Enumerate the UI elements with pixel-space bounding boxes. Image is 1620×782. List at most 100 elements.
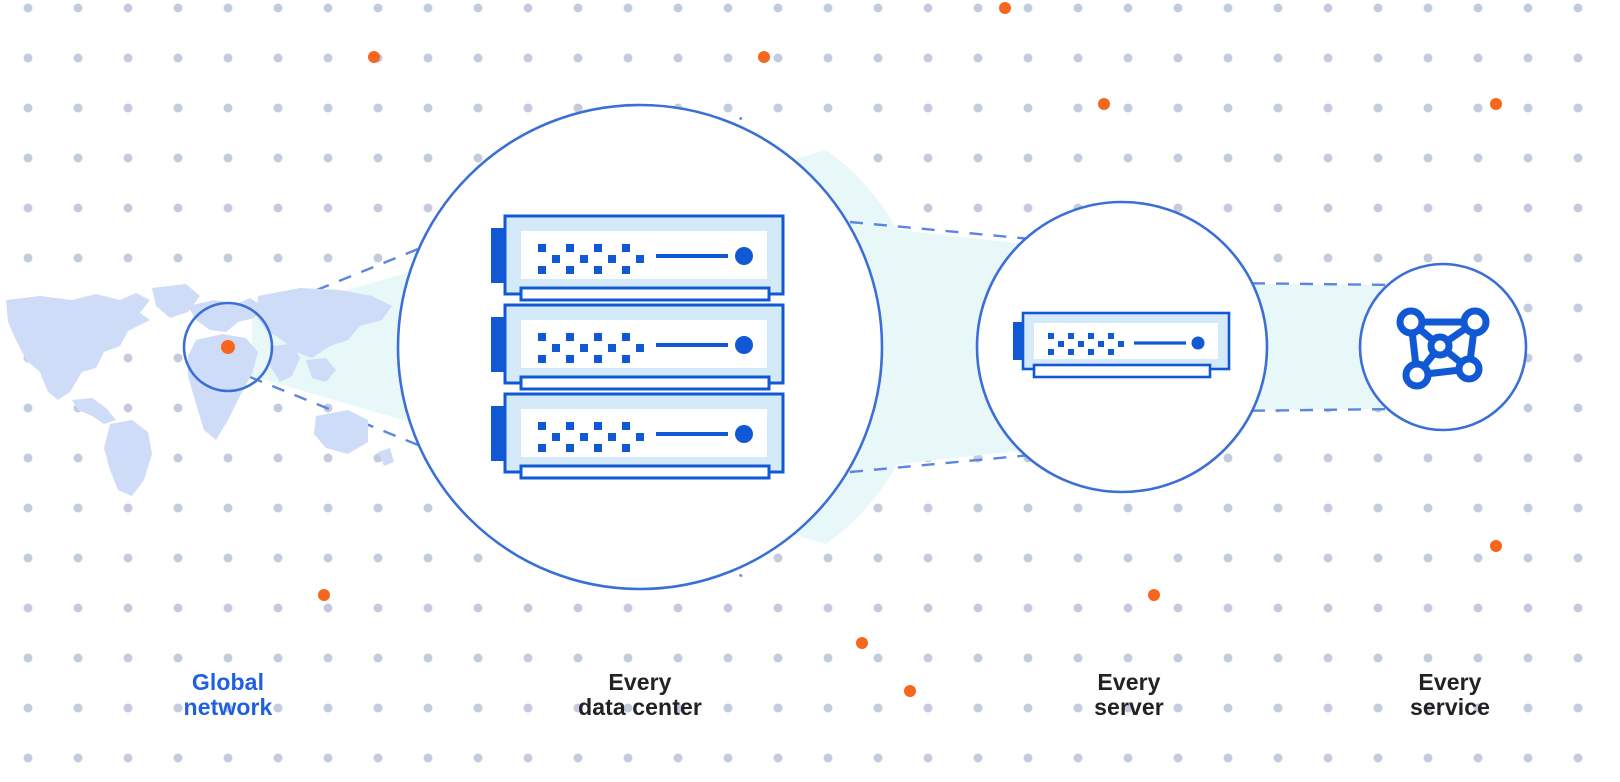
grid-dot bbox=[1373, 503, 1383, 513]
grid-dot bbox=[1173, 503, 1183, 513]
grid-dot bbox=[323, 703, 333, 713]
grid-dot bbox=[473, 653, 483, 663]
grid-dot bbox=[773, 53, 783, 63]
grid-dot bbox=[273, 653, 283, 663]
grid-dot bbox=[923, 753, 933, 763]
grid-dot bbox=[573, 103, 583, 113]
grid-dot bbox=[1473, 653, 1483, 663]
grid-dot bbox=[1023, 203, 1033, 213]
dashed-server-to-service-bottom bbox=[1227, 407, 1401, 413]
grid-dot bbox=[773, 3, 783, 13]
grid-dot bbox=[373, 103, 383, 113]
grid-dot bbox=[973, 653, 983, 663]
grid-dot bbox=[123, 653, 133, 663]
grid-dot bbox=[273, 403, 283, 413]
grid-dot bbox=[373, 153, 383, 163]
grid-dot bbox=[1023, 553, 1033, 563]
grid-dot bbox=[873, 653, 883, 663]
grid-dot bbox=[23, 53, 33, 63]
grid-dot bbox=[23, 153, 33, 163]
global-network-magnifier bbox=[182, 301, 274, 393]
grid-dot bbox=[423, 553, 433, 563]
map-greenland bbox=[152, 284, 200, 318]
grid-dot bbox=[1423, 3, 1433, 13]
grid-dot bbox=[823, 703, 833, 713]
grid-dot bbox=[773, 553, 783, 563]
grid-dot bbox=[123, 753, 133, 763]
world-map bbox=[6, 284, 394, 496]
grid-dot bbox=[1523, 703, 1533, 713]
grid-dot bbox=[23, 503, 33, 513]
grid-dot bbox=[623, 3, 633, 13]
grid-dot bbox=[23, 203, 33, 213]
grid-dot bbox=[1323, 703, 1333, 713]
grid-dot bbox=[323, 253, 333, 263]
grid-dot bbox=[223, 553, 233, 563]
grid-dot bbox=[973, 203, 983, 213]
grid-dot bbox=[173, 353, 183, 363]
grid-dot bbox=[923, 3, 933, 13]
grid-dot bbox=[73, 203, 83, 213]
grid-dot bbox=[273, 753, 283, 763]
grid-dot bbox=[173, 653, 183, 663]
grid-dot bbox=[123, 3, 133, 13]
network-mesh-nodes bbox=[1396, 307, 1490, 390]
grid-dot bbox=[1573, 353, 1583, 363]
grid-dot bbox=[1073, 603, 1083, 613]
grid-dot bbox=[323, 3, 333, 13]
rack-unit-2 bbox=[491, 303, 785, 391]
accent-dot bbox=[1490, 98, 1502, 110]
grid-dot bbox=[323, 53, 333, 63]
grid-dot bbox=[23, 553, 33, 563]
grid-dot bbox=[973, 603, 983, 613]
grid-dot bbox=[973, 3, 983, 13]
grid-dot bbox=[1323, 203, 1333, 213]
grid-dot bbox=[73, 503, 83, 513]
grid-dot bbox=[1223, 103, 1233, 113]
grid-dot bbox=[1173, 203, 1183, 213]
grid-dot bbox=[73, 553, 83, 563]
grid-dot bbox=[1123, 553, 1133, 563]
grid-dot bbox=[873, 503, 883, 513]
grid-dot bbox=[1523, 53, 1533, 63]
rack-unit-1-indicator bbox=[735, 247, 753, 265]
grid-dot bbox=[123, 703, 133, 713]
grid-dot bbox=[1123, 3, 1133, 13]
grid-dot bbox=[1423, 653, 1433, 663]
grid-dot bbox=[1173, 153, 1183, 163]
grid-dot bbox=[1273, 203, 1283, 213]
grid-dot bbox=[1173, 53, 1183, 63]
grid-dot bbox=[423, 3, 433, 13]
grid-dot bbox=[873, 703, 883, 713]
grid-dot bbox=[673, 603, 683, 613]
grid-dot bbox=[1523, 253, 1533, 263]
grid-dot bbox=[523, 103, 533, 113]
grid-dot bbox=[573, 703, 583, 713]
grid-dot bbox=[373, 703, 383, 713]
grid-dot bbox=[1123, 703, 1133, 713]
accent-dot bbox=[856, 637, 868, 649]
grid-dot bbox=[1523, 303, 1533, 313]
grid-dot bbox=[473, 153, 483, 163]
grid-dot bbox=[1573, 53, 1583, 63]
grid-dot bbox=[873, 753, 883, 763]
grid-dot bbox=[73, 453, 83, 463]
grid-dot bbox=[1023, 3, 1033, 13]
grid-dot bbox=[973, 753, 983, 763]
grid-dot bbox=[1073, 503, 1083, 513]
grid-dot bbox=[223, 703, 233, 713]
grid-dot bbox=[123, 53, 133, 63]
grid-dot bbox=[1573, 303, 1583, 313]
grid-dot bbox=[323, 453, 333, 463]
grid-dot bbox=[1573, 203, 1583, 213]
grid-dot bbox=[1273, 603, 1283, 613]
grid-dot bbox=[1373, 553, 1383, 563]
grid-dot bbox=[323, 103, 333, 113]
grid-dot bbox=[873, 603, 883, 613]
grid-dot bbox=[73, 3, 83, 13]
rack-unit-1 bbox=[491, 214, 785, 302]
grid-dot bbox=[123, 353, 133, 363]
grid-dot bbox=[1073, 653, 1083, 663]
